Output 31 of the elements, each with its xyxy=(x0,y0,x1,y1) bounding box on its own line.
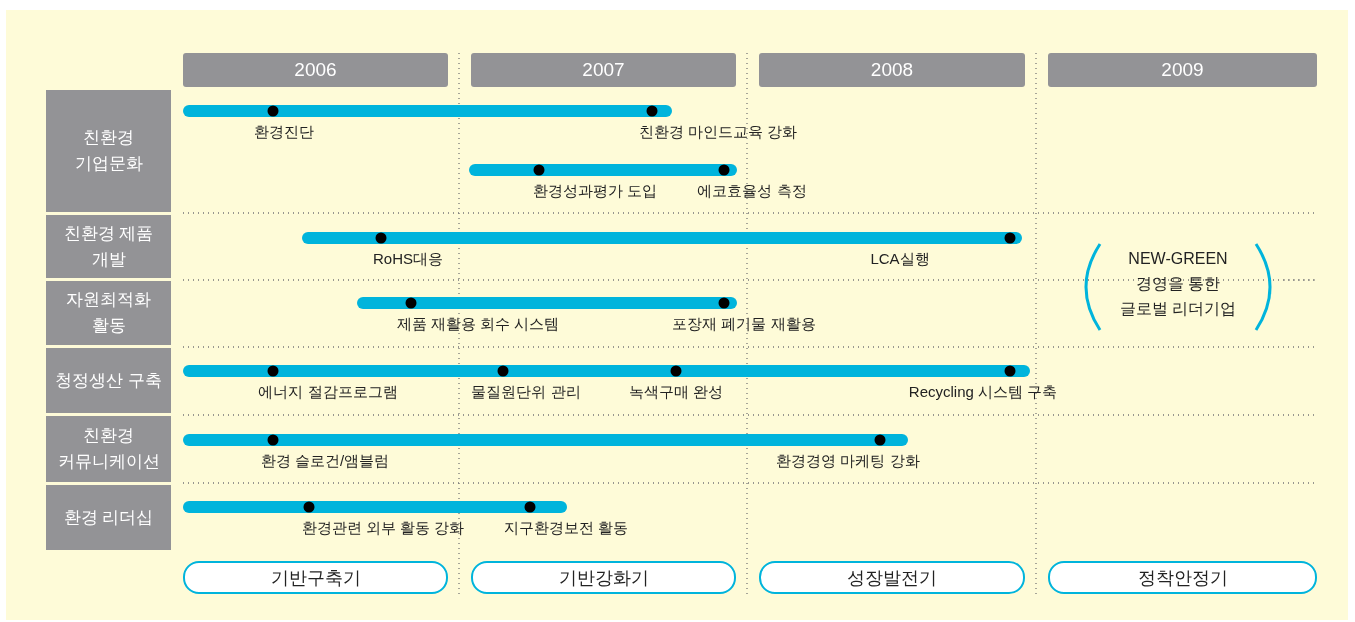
milestone-label: 환경관련 외부 활동 강화 xyxy=(301,519,465,538)
milestone-label: 에너지 절감프로그램 xyxy=(258,383,398,402)
milestone-label: LCA실행 xyxy=(870,250,930,269)
year-header: 2006 xyxy=(183,53,448,87)
milestone-label: 물질원단위 관리 xyxy=(471,383,581,402)
phase-box: 성장발전기 xyxy=(759,561,1025,594)
category-header: 친환경 기업문화 xyxy=(46,90,171,212)
milestone-label: 에코효율성 측정 xyxy=(697,182,807,201)
year-header: 2009 xyxy=(1048,53,1317,87)
year-header: 2007 xyxy=(471,53,736,87)
milestone-label: 환경경영 마케팅 강화 xyxy=(776,452,920,471)
milestone-label: 제품 재활용 회수 시스템 xyxy=(396,315,560,334)
milestone-label: 포장재 폐기물 재활용 xyxy=(672,315,816,334)
category-header: 친환경 제품 개발 xyxy=(46,215,171,278)
goal-text: NEW-GREEN 경영을 통한 글로벌 리더기업 xyxy=(1118,249,1238,319)
phase-box: 기반구축기 xyxy=(183,561,448,594)
milestone-label: 친환경 마인드교육 강화 xyxy=(638,123,798,142)
year-header: 2008 xyxy=(759,53,1025,87)
milestone-label: RoHS대응 xyxy=(373,250,443,269)
milestone-label: 녹색구매 완성 xyxy=(628,383,724,402)
milestone-label: 환경 슬로건/앰블럼 xyxy=(260,452,390,471)
milestone-label: 지구환경보전 활동 xyxy=(503,519,629,538)
category-header: 청정생산 구축 xyxy=(46,348,171,413)
category-header: 환경 리더십 xyxy=(46,485,171,550)
milestone-label: 환경성과평가 도입 xyxy=(532,182,658,201)
category-header: 자원최적화 활동 xyxy=(46,281,171,345)
phase-box: 기반강화기 xyxy=(471,561,736,594)
category-header: 친환경 커뮤니케이션 xyxy=(46,416,171,482)
phase-box: 정착안정기 xyxy=(1048,561,1317,594)
milestone-label: Recycling 시스템 구축 xyxy=(908,383,1058,402)
milestone-label: 환경진단 xyxy=(254,123,314,142)
